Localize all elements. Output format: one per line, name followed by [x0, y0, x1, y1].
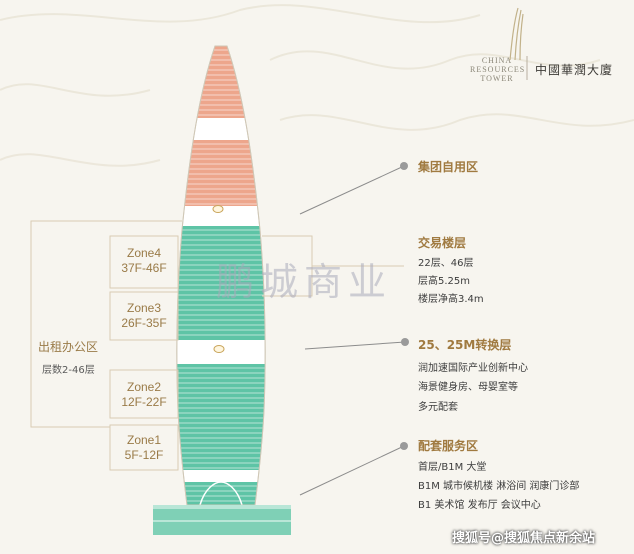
zone3-label: Zone3 26F-35F [110, 301, 178, 331]
zone1-label: Zone1 5F-12F [110, 433, 178, 463]
logo-chinese: 中國華潤大廈 [535, 63, 614, 77]
zone2-label: Zone2 12F-22F [110, 380, 178, 410]
section-service-line-3: B1 美术馆 发布厅 会议中心 [418, 500, 541, 511]
lobby-arch [199, 481, 243, 505]
office-zone-title: 出租办公区 [38, 340, 99, 354]
zone1-name: Zone1 [126, 433, 162, 447]
connector-lines [299, 165, 406, 496]
section-transfer-line-1: 润加速国际产业创新中心 [418, 363, 528, 374]
zone4-floors: 37F-46F [121, 261, 167, 275]
zone3-name: Zone3 [126, 301, 162, 315]
logo-line-resources: RESOURCES [470, 65, 526, 74]
section-trading-line-3: 楼层净高3.4m [418, 294, 484, 305]
connector-dots [400, 162, 409, 450]
section-transfer-line-2: 海景健身房、母婴室等 [418, 382, 518, 393]
trading-floor-bracket [262, 235, 404, 297]
footer-watermark: 搜狐号@搜狐焦点新余站 [452, 531, 596, 546]
zone3-floors: 26F-35F [121, 316, 167, 330]
logo-mark [509, 7, 524, 61]
section-transfer-title: 25、25M转换层 [418, 338, 512, 352]
office-zone-bracket [30, 220, 182, 471]
logo-line-china: CHINA [481, 56, 513, 65]
transfer-floor-ornament-1 [212, 205, 224, 213]
watermark-text: 鹏城商业 [216, 260, 393, 304]
background-pattern [0, 4, 634, 167]
logo-english: CHINA RESOURCES TOWER [470, 56, 524, 83]
section-trading-title: 交易楼层 [418, 236, 467, 250]
section-service-title: 配套服务区 [418, 439, 479, 453]
zone4-name: Zone4 [126, 246, 162, 260]
zone2-name: Zone2 [126, 380, 162, 394]
logo-line-tower: TOWER [480, 74, 514, 83]
section-group-use-title: 集团自用区 [418, 160, 479, 174]
zone4-label: Zone4 37F-46F [110, 246, 178, 276]
zone2-floors: 12F-22F [121, 395, 167, 409]
lobby-section [176, 482, 266, 505]
section-transfer-line-3: 多元配套 [418, 402, 458, 413]
section-service-line-1: 首层/B1M 大堂 [418, 462, 487, 473]
section-trading-line-1: 22层、46层 [418, 258, 474, 269]
office-zone-subtitle: 层数2-46层 [42, 365, 95, 376]
group-use-section [176, 140, 266, 206]
transfer-floor-ornament-2 [213, 345, 225, 353]
section-service-line-2: B1M 城市候机楼 淋浴间 润康门诊部 [418, 481, 580, 492]
crown-section [176, 46, 266, 118]
zone1-floors: 5F-12F [124, 448, 164, 462]
section-trading-line-2: 层高5.25m [418, 276, 471, 287]
office-lower-section [176, 364, 266, 470]
